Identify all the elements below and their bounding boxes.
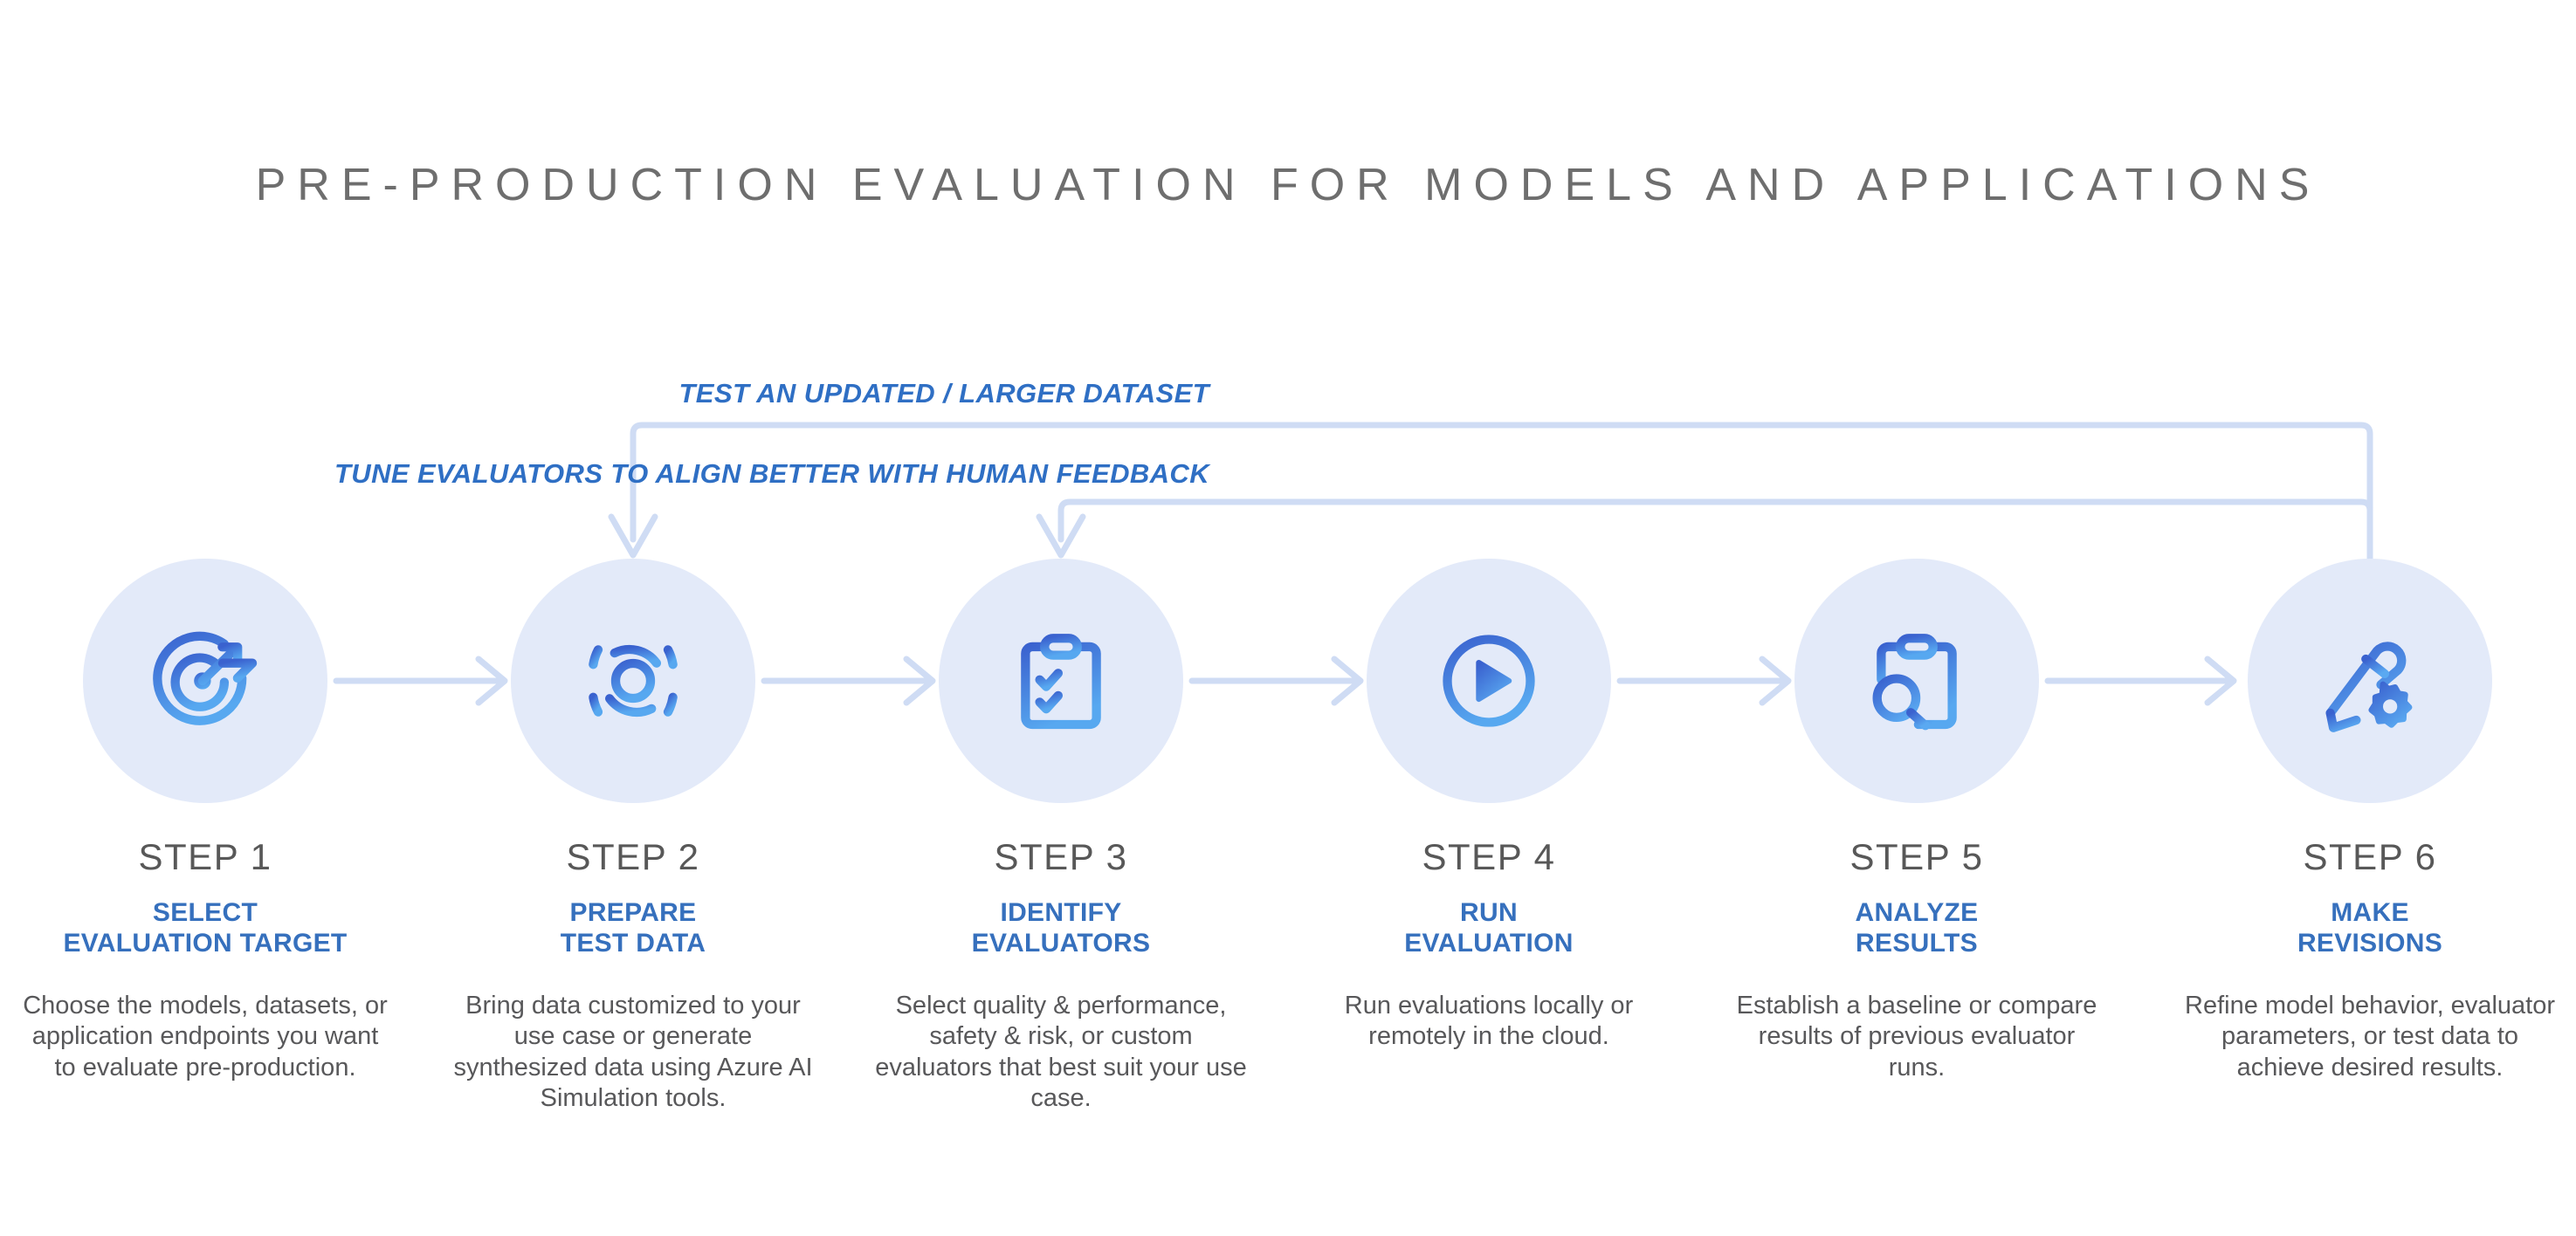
step-6-description: Refine model behavior, evaluator paramet… bbox=[2185, 991, 2555, 1082]
step-2-title-line-1: PREPARE bbox=[569, 898, 697, 927]
step-6-icon-circle bbox=[2248, 559, 2492, 803]
step-5-title: ANALYZE RESULTS bbox=[1712, 897, 2122, 959]
step-2-title: PREPARE TEST DATA bbox=[428, 897, 838, 959]
clipboard-search-icon bbox=[1872, 634, 1957, 731]
step-3-number: STEP 3 bbox=[994, 836, 1128, 877]
step-2-description: Bring data customized to your use case o… bbox=[453, 991, 813, 1112]
step-5-title-line-2: RESULTS bbox=[1856, 929, 1978, 958]
step-6-title-line-1: MAKE bbox=[2331, 898, 2409, 927]
step-1-icon-circle bbox=[83, 559, 327, 803]
step-5-title-line-1: ANALYZE bbox=[1855, 898, 1979, 927]
page-title: PRE-PRODUCTION EVALUATION FOR MODELS AND… bbox=[255, 160, 2321, 210]
step-3-title-line-2: EVALUATORS bbox=[971, 929, 1151, 958]
step-4-description: Run evaluations locally or remotely in t… bbox=[1344, 991, 1634, 1051]
step-5-icon-circle bbox=[1794, 559, 2039, 803]
step-4[interactable]: STEP 4 RUN EVALUATION Run evaluations lo… bbox=[1284, 559, 1694, 1053]
step-5[interactable]: STEP 5 ANALYZE RESULTS Establish a basel… bbox=[1712, 559, 2122, 1083]
step-2-number: STEP 2 bbox=[566, 836, 700, 877]
play-circle-icon bbox=[1443, 635, 1535, 727]
step-4-number: STEP 4 bbox=[1422, 836, 1556, 877]
pencil-gear-icon bbox=[2325, 642, 2413, 732]
step-6-title-line-2: REVISIONS bbox=[2297, 929, 2443, 958]
step-3[interactable]: STEP 3 IDENTIFY EVALUATORS Select qualit… bbox=[856, 559, 1266, 1114]
step-4-title-line-1: RUN bbox=[1460, 898, 1518, 927]
concentric-arcs-icon bbox=[589, 644, 678, 718]
step-1[interactable]: STEP 1 SELECT EVALUATION TARGET Choose t… bbox=[0, 559, 410, 1083]
step-4-icon-circle bbox=[1367, 559, 1611, 803]
step-1-title-line-2: EVALUATION TARGET bbox=[63, 929, 348, 958]
step-6-title: MAKE REVISIONS bbox=[2165, 897, 2575, 959]
step-3-description: Select quality & performance, safety & r… bbox=[875, 991, 1247, 1112]
step-2[interactable]: STEP 2 PREPARE TEST DATA Bring data cust… bbox=[428, 559, 838, 1114]
step-2-title-line-2: TEST DATA bbox=[560, 929, 706, 958]
step-1-number: STEP 1 bbox=[138, 836, 272, 877]
step-3-title: IDENTIFY EVALUATORS bbox=[856, 897, 1266, 959]
step-1-title: SELECT EVALUATION TARGET bbox=[0, 897, 410, 959]
step-4-title: RUN EVALUATION bbox=[1284, 897, 1694, 959]
step-1-title-line-1: SELECT bbox=[152, 898, 258, 927]
step-5-description: Establish a baseline or compare results … bbox=[1736, 991, 2097, 1082]
step-6[interactable]: STEP 6 MAKE REVISIONS Refine model behav… bbox=[2165, 559, 2575, 1083]
step-3-title-line-1: IDENTIFY bbox=[1000, 898, 1122, 927]
step-1-description: Choose the models, datasets, or applicat… bbox=[23, 991, 388, 1082]
target-arrow-icon bbox=[153, 631, 258, 725]
step-2-icon-circle bbox=[511, 559, 755, 803]
step-3-icon-circle bbox=[939, 559, 1183, 803]
loop-label-tune-evaluators: TUNE EVALUATORS TO ALIGN BETTER WITH HUM… bbox=[334, 458, 1209, 489]
step-4-title-line-2: EVALUATION bbox=[1404, 929, 1574, 958]
loop-label-test-updated-dataset: TEST AN UPDATED / LARGER DATASET bbox=[678, 378, 1209, 409]
step-6-number: STEP 6 bbox=[2303, 836, 2437, 877]
step-5-number: STEP 5 bbox=[1849, 836, 1984, 877]
clipboard-checklist-icon bbox=[1021, 634, 1101, 730]
